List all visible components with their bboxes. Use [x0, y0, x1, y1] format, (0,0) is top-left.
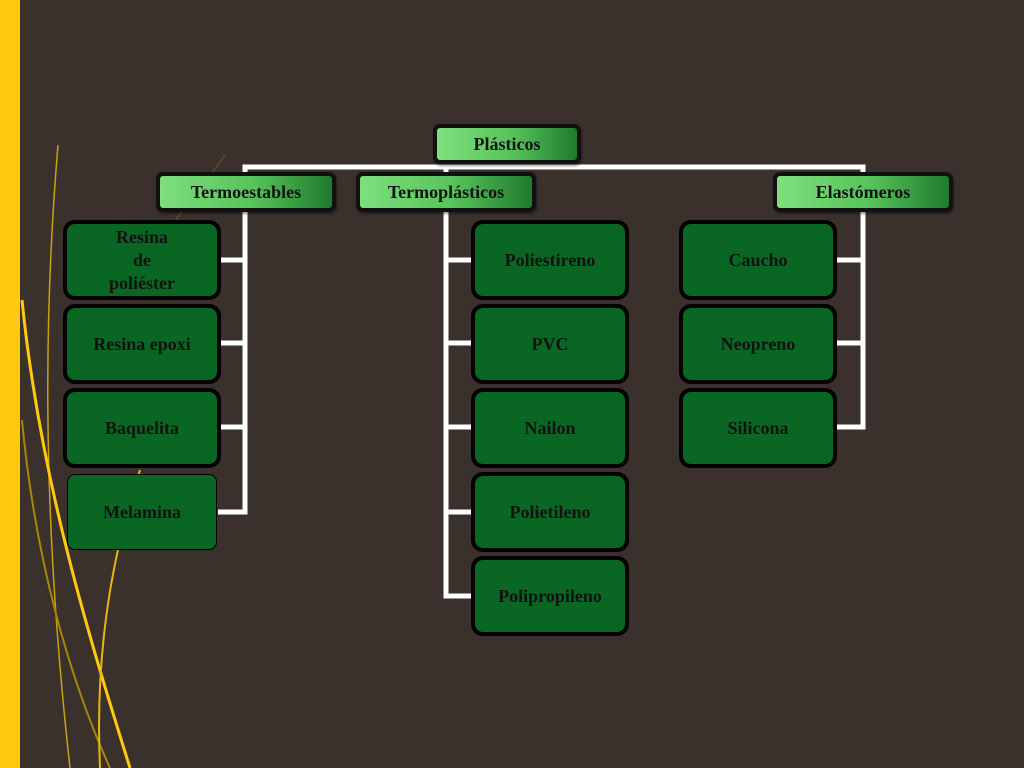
item-node: Caucho	[679, 220, 837, 300]
item-node: PVC	[471, 304, 629, 384]
item-node: Nailon	[471, 388, 629, 468]
category-label: Elastómeros	[815, 181, 911, 202]
root-label: Plásticos	[473, 133, 541, 154]
item-node: Melamina	[67, 474, 217, 550]
item-label: Caucho	[728, 249, 788, 270]
category-node-termoestables: Termoestables	[156, 172, 336, 212]
item-node: Silicona	[679, 388, 837, 468]
item-label: Polipropileno	[498, 585, 602, 606]
category-node-termoplasticos: Termoplásticos	[356, 172, 536, 212]
item-label: Nailon	[524, 417, 576, 438]
item-label: Baquelita	[104, 417, 179, 438]
item-node: Resina de poliéster	[63, 220, 221, 300]
item-node: Baquelita	[63, 388, 221, 468]
item-label: Silicona	[727, 417, 789, 438]
item-label: Resina de poliéster	[109, 226, 175, 293]
item-label: Resina epoxi	[93, 333, 191, 354]
root-node: Plásticos	[433, 124, 581, 164]
item-node: Poliestireno	[471, 220, 629, 300]
item-node: Neopreno	[679, 304, 837, 384]
category-label: Termoplásticos	[387, 181, 505, 202]
category-label: Termoestables	[190, 181, 302, 202]
item-label: Polietileno	[509, 501, 591, 522]
category-node-elastomeros: Elastómeros	[773, 172, 953, 212]
accent-sidebar	[0, 0, 20, 768]
item-node: Polipropileno	[471, 556, 629, 636]
item-node: Polietileno	[471, 472, 629, 552]
item-label: Neopreno	[720, 333, 796, 354]
item-label: Poliestireno	[504, 249, 596, 270]
item-label: PVC	[531, 333, 569, 354]
item-node: Resina epoxi	[63, 304, 221, 384]
item-label: Melamina	[103, 501, 181, 522]
